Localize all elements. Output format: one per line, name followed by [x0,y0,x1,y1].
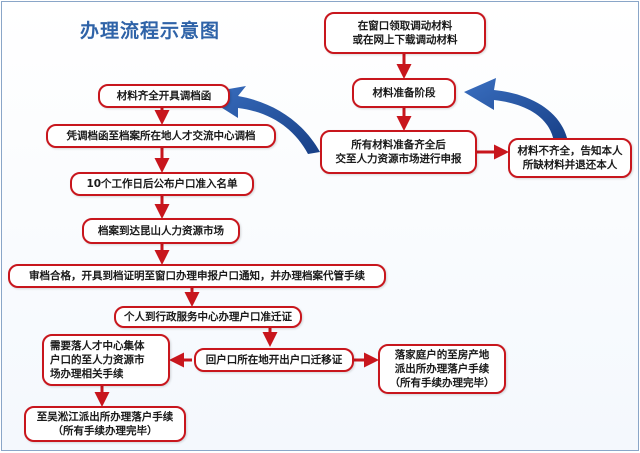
blue-arrow-incomplete-to-prepare [464,78,568,142]
step-collective-hukou: 需要落人才中心集体 户口的至人力资源市 场办理相关手续 [42,334,170,386]
step-prepare-materials: 材料准备阶段 [352,78,456,108]
step-submit-application: 所有材料准备齐全后 交至人力资源市场进行申报 [320,130,477,174]
blue-arrow-submit-to-letter [200,86,320,154]
step-receive-materials: 在窗口领取调动材料 或在网上下载调动材料 [324,12,486,54]
step-wusongjiang-registration: 至吴淞江派出所办理落户手续 （所有手续办理完毕） [24,406,186,442]
step-materials-incomplete: 材料不齐全，告知本人 所缺材料并退还本人 [508,138,632,178]
step-review-file: 审档合格，开具到档证明至窗口办理申报户口通知，并办理档案代管手续 [8,264,386,288]
step-personal-move-permit: 个人到行政服务中心办理户口准迁证 [114,306,302,328]
step-file-arrives: 档案到达昆山人力资源市场 [82,218,240,244]
step-transfer-file: 凭调档函至档案所在地人才交流中心调档 [46,124,276,148]
step-publish-list: 10个工作日后公布户口准入名单 [70,172,254,196]
step-issue-transfer-letter: 材料齐全开具调档函 [98,84,230,108]
step-return-origin: 回户口所在地开出户口迁移证 [194,348,354,372]
step-family-hukou: 落家庭户的至房产地 派出所办理落户手续 （所有手续办理完毕） [378,344,506,394]
page-title: 办理流程示意图 [80,20,221,42]
